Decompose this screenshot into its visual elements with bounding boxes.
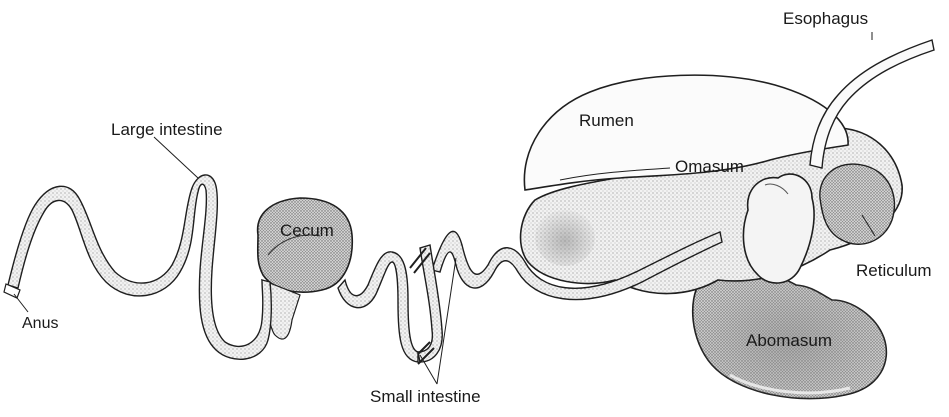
leader-large-intestine	[154, 137, 198, 178]
rumen-label: Rumen	[579, 112, 634, 129]
intestine-loop-middle	[338, 252, 418, 362]
cecum-label: Cecum	[280, 222, 334, 239]
abomasum-label: Abomasum	[746, 332, 832, 349]
large-intestine-label: Large intestine	[111, 121, 223, 138]
reticulum-label: Reticulum	[856, 262, 932, 279]
esophagus-label: Esophagus	[783, 10, 868, 27]
anus-label: Anus	[22, 316, 58, 332]
reticulum-organ	[820, 164, 895, 244]
omasum-label: Omasum	[675, 158, 744, 175]
small-intestine-label: Small intestine	[370, 388, 481, 405]
leader-anus	[14, 294, 28, 312]
cecum-organ	[258, 198, 353, 339]
omasum-organ	[743, 174, 814, 283]
